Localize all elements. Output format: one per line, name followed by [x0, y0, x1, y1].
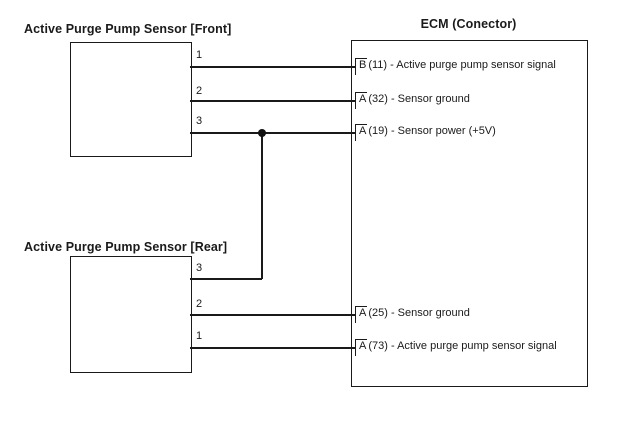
- ecm-pin-row-a25: A (25) - Sensor ground: [355, 306, 470, 323]
- front-pin-2-label: 2: [196, 85, 203, 97]
- rear-sensor-title: Active Purge Pump Sensor [Rear]: [24, 240, 228, 254]
- ecm-pin-row-a32: A (32) - Sensor ground: [355, 92, 470, 109]
- ecm-title: ECM (Conector): [420, 17, 517, 31]
- pin-label: (32) - Sensor ground: [368, 93, 470, 105]
- ecm-pin-row-a19: A (19) - Sensor power (+5V): [355, 124, 496, 141]
- wire-front-pin1-to-b11: [190, 66, 356, 68]
- pin-connector-bracket: A: [355, 339, 368, 356]
- rear-pin-3-label: 3: [196, 262, 203, 274]
- wire-rear-pin1-to-a73: [190, 347, 356, 349]
- pin-label: (25) - Sensor ground: [368, 307, 470, 319]
- pin-connector-bracket: A: [355, 124, 368, 141]
- rear-sensor-box: [70, 256, 192, 373]
- wire-front-pin2-to-a32: [190, 100, 356, 102]
- pin-label: (19) - Sensor power (+5V): [368, 125, 496, 137]
- junction-dot: [258, 129, 266, 137]
- pin-connector-bracket: B: [355, 58, 368, 75]
- pin-label: (73) - Active purge pump sensor signal: [368, 340, 557, 352]
- ecm-box: [351, 40, 588, 387]
- pin-connector-bracket: A: [355, 306, 368, 323]
- wire-front-pin3-to-a19: [190, 132, 356, 134]
- front-sensor-box: [70, 42, 192, 157]
- ecm-pin-row-a73: A (73) - Active purge pump sensor signal: [355, 339, 557, 356]
- front-sensor-title: Active Purge Pump Sensor [Front]: [24, 22, 232, 36]
- ecm-pin-row-b11: B (11) - Active purge pump sensor signal: [355, 58, 556, 75]
- wire-rear-pin3-to-junction: [190, 278, 262, 280]
- rear-pin-1-label: 1: [196, 330, 203, 342]
- pin-label: (11) - Active purge pump sensor signal: [368, 59, 556, 71]
- front-pin-1-label: 1: [196, 49, 203, 61]
- pin-connector-bracket: A: [355, 92, 368, 109]
- wire-rear-pin2-to-a25: [190, 314, 356, 316]
- wire-junction-vertical: [261, 132, 263, 279]
- front-pin-3-label: 3: [196, 115, 203, 127]
- ecm-title-wrap: ECM (Conector): [351, 17, 586, 31]
- rear-pin-2-label: 2: [196, 298, 203, 310]
